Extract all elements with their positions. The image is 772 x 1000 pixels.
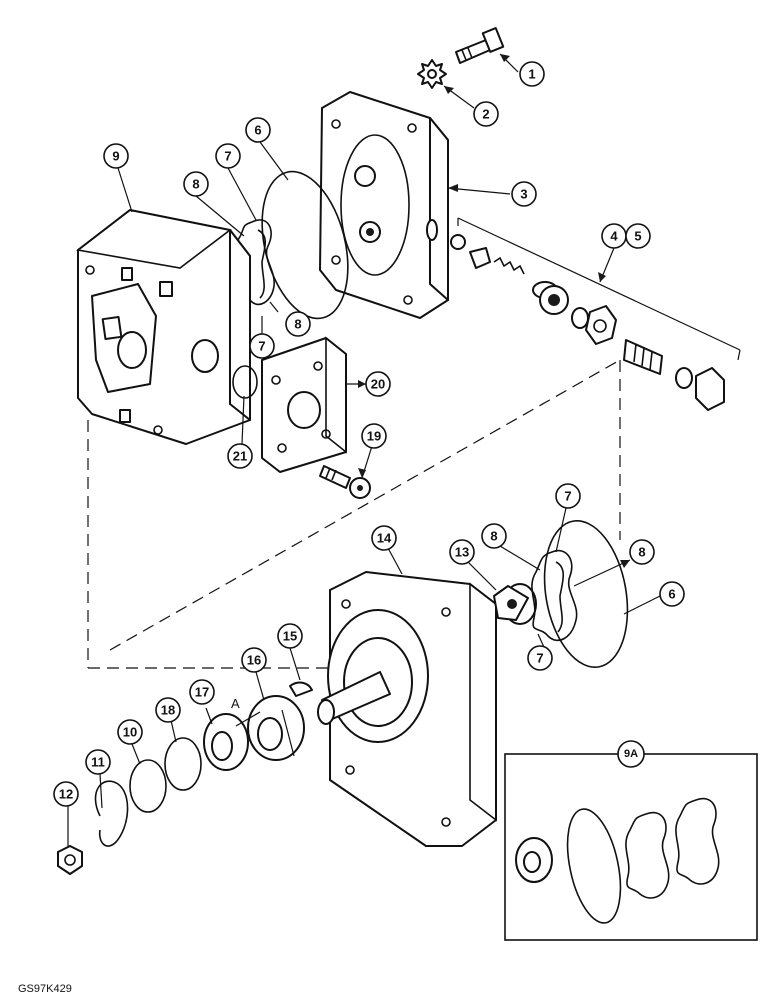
callout-6-top: 6 [245, 117, 271, 143]
gear-icon [493, 583, 537, 625]
housing-icon [319, 91, 449, 319]
seal-kit-inset [504, 753, 758, 941]
callout-7-bottom-b: 7 [527, 645, 553, 671]
svg-text:14: 14 [377, 531, 392, 546]
callout-12: 12 [53, 781, 79, 807]
svg-text:9A: 9A [624, 748, 638, 760]
svg-text:21: 21 [233, 449, 247, 464]
callout-19: 19 [361, 423, 387, 449]
snap-ring-icon [94, 780, 129, 847]
callout-10: 10 [117, 719, 143, 745]
svg-text:12: 12 [59, 787, 73, 802]
svg-text:8: 8 [638, 545, 645, 560]
housing-icon [76, 209, 251, 445]
callout-8-bottom-b: 8 [629, 539, 655, 565]
svg-text:7: 7 [564, 489, 571, 504]
bolt-icon [455, 27, 505, 64]
housing-icon [317, 571, 497, 847]
svg-text:5: 5 [634, 229, 641, 244]
svg-text:19: 19 [367, 429, 381, 444]
svg-text:4: 4 [610, 229, 618, 244]
callout-5: 5 [625, 223, 651, 249]
svg-text:8: 8 [294, 317, 301, 332]
note-letter-a: A [231, 696, 240, 711]
callout-9: 9 [103, 143, 129, 169]
svg-text:10: 10 [123, 725, 137, 740]
callout-11: 11 [85, 749, 111, 775]
callout-8-bottom-a: 8 [481, 523, 507, 549]
relief-valve-parts [450, 217, 741, 411]
svg-text:17: 17 [195, 685, 209, 700]
o-ring-icon [164, 737, 202, 791]
seal-icon [247, 695, 305, 761]
svg-text:1: 1 [528, 67, 535, 82]
svg-text:18: 18 [161, 703, 175, 718]
callout-8-top-b: 8 [285, 311, 311, 337]
svg-text:13: 13 [455, 545, 469, 560]
callout-17: 17 [189, 679, 215, 705]
callout-4: 4 [601, 223, 627, 249]
svg-text:6: 6 [668, 587, 675, 602]
callout-14: 14 [371, 525, 397, 551]
washer-icon [417, 59, 447, 89]
callout-2: 2 [473, 101, 499, 127]
washer-icon [129, 759, 167, 813]
callout-7-top-a: 7 [215, 143, 241, 169]
svg-text:6: 6 [254, 123, 261, 138]
arrowheads [358, 54, 630, 568]
callout-6-bottom: 6 [659, 581, 685, 607]
o-ring-icon [232, 365, 258, 399]
svg-text:2: 2 [482, 107, 489, 122]
svg-text:20: 20 [371, 377, 385, 392]
callout-7-top-b: 7 [249, 333, 275, 359]
housing-icon [261, 336, 347, 473]
washer-icon [203, 713, 249, 771]
callout-21: 21 [227, 443, 253, 469]
callout-18: 18 [155, 697, 181, 723]
svg-text:11: 11 [91, 755, 105, 770]
svg-text:7: 7 [536, 651, 543, 666]
svg-text:8: 8 [490, 529, 497, 544]
callout-3: 3 [511, 181, 537, 207]
callout-9a: 9A [617, 740, 645, 768]
callout-16: 16 [241, 647, 267, 673]
callout-8-top-a: 8 [183, 171, 209, 197]
assembly-guide-lines [87, 359, 621, 669]
figure-code: GS97K429 [18, 983, 72, 995]
callout-20: 20 [365, 371, 391, 397]
svg-text:16: 16 [247, 653, 261, 668]
svg-text:3: 3 [520, 187, 527, 202]
seal-icon [531, 549, 578, 642]
svg-text:15: 15 [283, 629, 297, 644]
callout-7-bottom-a: 7 [555, 483, 581, 509]
callout-13: 13 [449, 539, 475, 565]
svg-text:7: 7 [258, 339, 265, 354]
callout-1: 1 [519, 61, 545, 87]
svg-text:9: 9 [112, 149, 119, 164]
bolt-icon [319, 465, 371, 499]
nut-icon [57, 845, 83, 875]
svg-text:7: 7 [224, 149, 231, 164]
callout-15: 15 [277, 623, 303, 649]
svg-text:8: 8 [192, 177, 199, 192]
key-icon [289, 681, 313, 697]
o-ring-icon [543, 519, 629, 669]
